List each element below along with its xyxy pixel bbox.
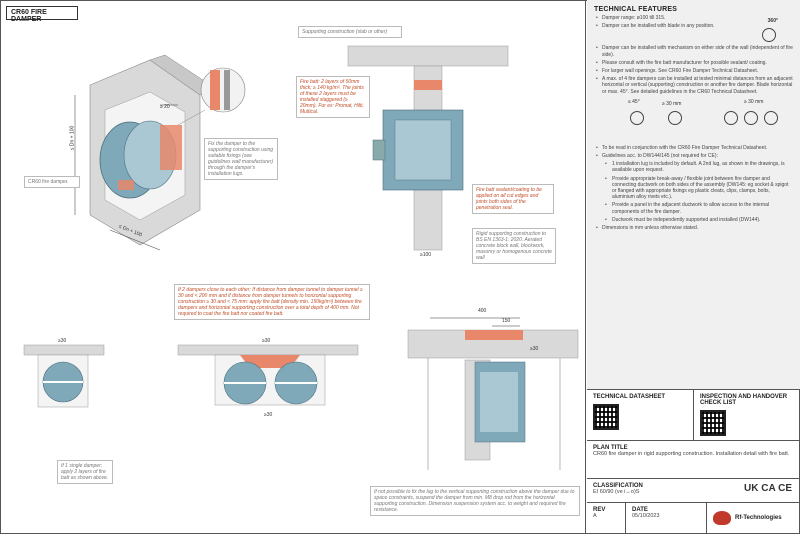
- divider: [693, 390, 694, 440]
- technical-features: TECHNICAL FEATURES 360° Damper range: ø1…: [587, 0, 800, 390]
- distance-30-label: ≥ 30 mm: [744, 98, 764, 105]
- checklist-qr-code[interactable]: [700, 410, 726, 436]
- date-box: DATE 05/10/2023: [626, 502, 706, 534]
- feature-item: Please consult with the fire batt manufa…: [594, 60, 793, 66]
- rev-box: REV A: [587, 502, 625, 534]
- damper-icon: [668, 110, 682, 125]
- section-view-top: [347, 45, 509, 251]
- rev-label: REV: [593, 507, 606, 513]
- damper-icon: [744, 110, 758, 125]
- ce-mark: CE: [778, 483, 792, 494]
- classification-value: EI 60/90 (ve i↔o)S: [593, 489, 640, 495]
- note-supporting-construction: Supporting construction (slab or other): [298, 26, 402, 38]
- note-suspension: If not possible to fix the lug to the ve…: [370, 486, 580, 516]
- dim-30-suspended: ≥30: [530, 346, 539, 352]
- damper-icon: [630, 110, 644, 125]
- note-fix-damper: Fix the damper to the supporting constru…: [204, 138, 278, 180]
- feature-item: Damper can be installed with mechanism o…: [594, 45, 793, 57]
- datasheet-box[interactable]: TECHNICAL DATASHEET: [587, 390, 693, 440]
- dim-150: 150: [502, 318, 511, 324]
- classification-label: CLASSIFICATION: [593, 483, 643, 489]
- detail-zoom-circle: [177, 67, 246, 126]
- date-label: DATE: [632, 507, 648, 513]
- feature-subitem: Provide a panel in the adjacent ductwork…: [594, 202, 793, 214]
- dim-30-double-bottom: ≥30: [264, 412, 273, 418]
- note-fire-batt: Fire batt: 2 layers of 50mm thick; ≥ 140…: [296, 76, 370, 118]
- dim-400: 400: [478, 308, 487, 314]
- dim-dn100-vertical: ≤ Dn + 100: [69, 125, 76, 151]
- feature-subitem: Ductwork must be independently supported…: [594, 217, 793, 223]
- feature-item: Guidelines acc. to DW144/145 (not requir…: [594, 153, 793, 159]
- rotation-icon: [762, 28, 776, 42]
- iso-wall-view: [74, 54, 216, 251]
- divider: [625, 502, 626, 534]
- damper-icon: [764, 110, 778, 125]
- note-single-damper: If 1 single damper: apply 2 layers of fi…: [57, 460, 113, 484]
- dim-30-double-top: ≥30: [262, 338, 271, 344]
- double-damper-section: [177, 344, 359, 406]
- note-sealant: Fire batt sealant/coating to be applied …: [472, 184, 554, 214]
- technical-drawing: [23, 45, 579, 470]
- features-title: TECHNICAL FEATURES: [594, 6, 678, 13]
- note-two-dampers: If 2 dampers close to each other: If dis…: [174, 284, 370, 320]
- feature-item: Damper range: ø100 till 315.: [594, 15, 744, 21]
- angle-45-label: ≤ 45°: [628, 98, 640, 105]
- dim-30-single: ≥30: [58, 338, 67, 344]
- blade-angle-diagram: ≤ 45° ≥ 30 mm ≥ 30 mm: [594, 99, 793, 143]
- date-value: 05/10/2023: [632, 513, 660, 519]
- checklist-label: INSPECTION AND HANDOVER CHECK LIST: [700, 394, 788, 406]
- feature-item: A max. of 4 fire dampers can be installe…: [594, 76, 793, 95]
- datasheet-label: TECHNICAL DATASHEET: [593, 394, 665, 400]
- feature-subitem: 1 installation lug is included by defaul…: [594, 161, 793, 173]
- rev-value: A: [593, 513, 597, 519]
- classification-box: CLASSIFICATION EI 60/90 (ve i↔o)S UK CA …: [587, 478, 800, 502]
- damper-icon: [724, 110, 738, 125]
- ukca-mark: UK CA: [744, 483, 776, 494]
- checklist-box[interactable]: INSPECTION AND HANDOVER CHECK LIST: [694, 390, 800, 440]
- brand-name: Rf-Technologies: [735, 515, 782, 521]
- distance-30-label: ≥ 30 mm: [662, 100, 682, 107]
- rf-logo-icon: [713, 511, 731, 525]
- dim-20: ≥ 20: [160, 104, 170, 110]
- plan-title-box: PLAN TITLE CR60 fire damper in rigid sup…: [587, 440, 800, 478]
- feature-item: To be read in conjunction with the CR60 …: [594, 145, 793, 151]
- feature-item: Dimensions in mm unless otherwise stated…: [594, 225, 793, 231]
- brand-box: Rf-Technologies: [707, 502, 800, 534]
- feature-subitem: Provide appropriate break-away / flexibl…: [594, 176, 793, 201]
- note-cr60-label: CR60 fire damper.: [24, 176, 80, 188]
- divider: [706, 502, 707, 534]
- single-damper-section: [23, 344, 105, 408]
- feature-item: For larger wall openings. See CR60 Fire …: [594, 68, 793, 74]
- plan-title: CR60 fire damper in rigid supporting con…: [593, 451, 790, 457]
- datasheet-qr-code[interactable]: [593, 404, 619, 430]
- suspended-damper-section: [407, 317, 579, 470]
- certification-marks: UK CA CE: [744, 483, 792, 494]
- rotation-label: 360°: [767, 18, 778, 24]
- plan-title-label: PLAN TITLE: [593, 445, 628, 451]
- note-rigid-support: Rigid supporting construction to BS EN 1…: [472, 228, 556, 264]
- feature-item: Damper can be installed with blade in an…: [594, 23, 744, 29]
- drawing-area: CR60 FIRE DAMPER: [6, 0, 586, 534]
- title-block: TECHNICAL FEATURES 360° Damper range: ø1…: [587, 0, 800, 534]
- sheet-title: CR60 FIRE DAMPER: [6, 6, 78, 23]
- dim-100: ≥100: [420, 252, 432, 258]
